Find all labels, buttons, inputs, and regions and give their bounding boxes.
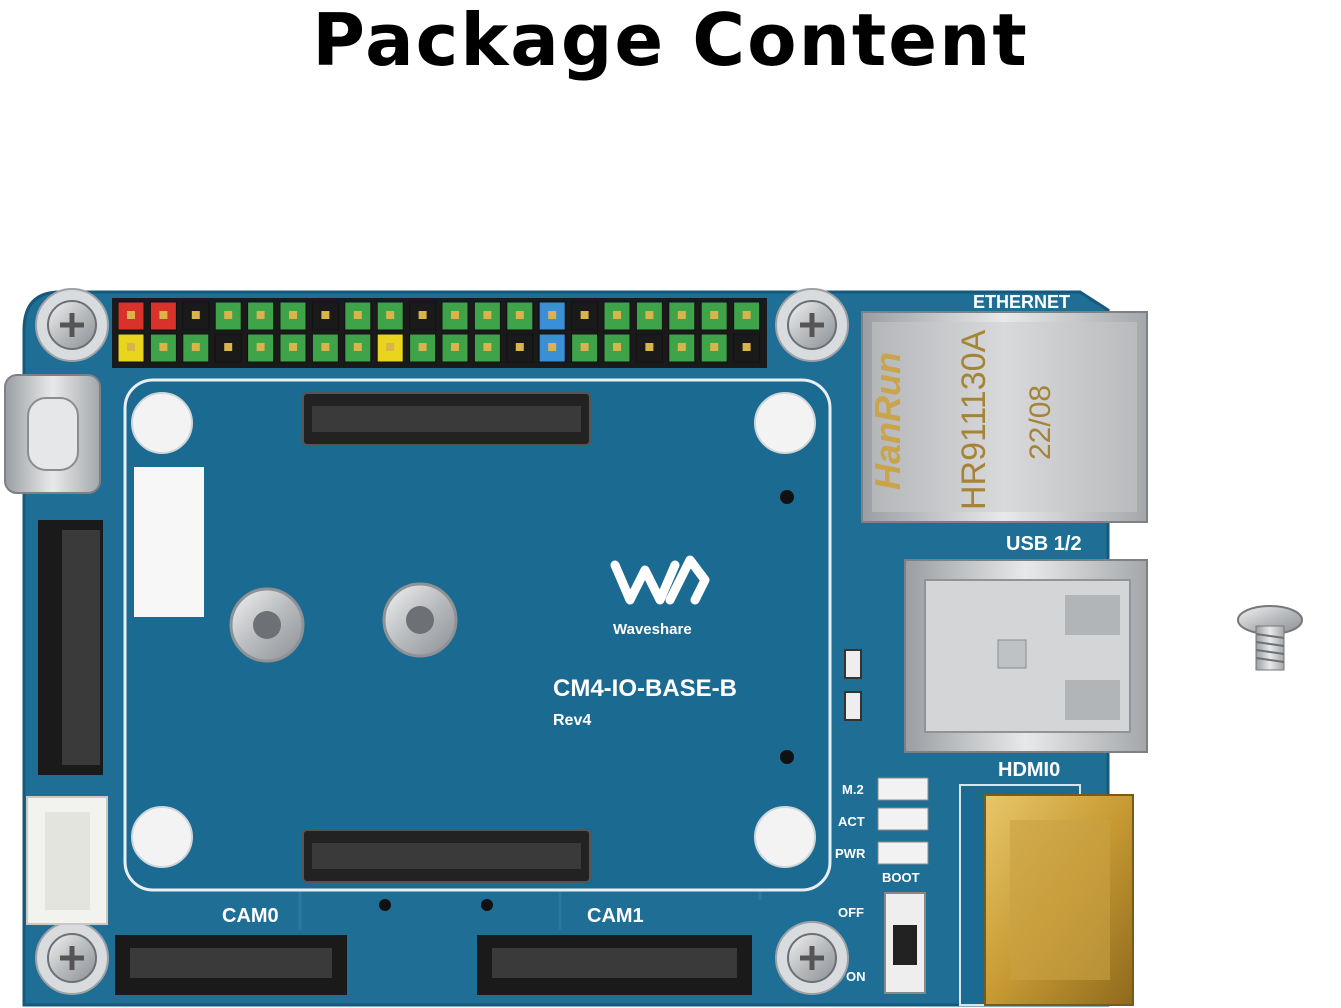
label-m2: M.2 <box>842 782 864 797</box>
gpio-pin-tip <box>451 311 459 319</box>
gpio-pin-tip <box>386 311 395 319</box>
label-hdmi: HDMI0 <box>998 759 1060 781</box>
gpio-pin-tip <box>289 311 297 319</box>
gpio-pin-tip <box>677 343 686 351</box>
gpio-pin <box>538 301 566 331</box>
hdmi-port <box>959 784 1134 1006</box>
brand-name: Waveshare <box>613 621 692 638</box>
gpio-pin-tip <box>353 311 362 319</box>
status-leds <box>844 649 929 865</box>
gpio-pin-tip <box>515 343 524 351</box>
fan-connector <box>26 796 108 925</box>
boot-switch <box>884 892 926 994</box>
label-cam1: CAM1 <box>587 905 644 927</box>
gpio-pin-tip <box>321 343 330 351</box>
label-on: ON <box>846 969 866 984</box>
screw-icon <box>775 288 849 362</box>
cm4-footprint <box>123 378 832 892</box>
gpio-pin-tip <box>159 343 168 351</box>
gpio-pin-tip <box>548 311 557 319</box>
gpio-pin <box>344 301 372 331</box>
label-patch <box>134 467 204 617</box>
gpio-pin-tip <box>515 311 524 319</box>
waveshare-logo <box>610 555 710 605</box>
gpio-pin <box>279 301 307 331</box>
gpio-pin-tip <box>191 343 200 351</box>
gpio-pin-tip <box>386 343 395 351</box>
gpio-pin-tip <box>645 311 654 319</box>
ethernet-port: HanRun HR911130A 22/08 <box>861 311 1148 523</box>
module-mount-holes <box>131 392 816 911</box>
gpio-pin-tip <box>677 311 686 319</box>
gpio-pin-tip <box>289 343 297 351</box>
revision: Rev4 <box>553 712 591 729</box>
gpio-pin-tip <box>256 343 265 351</box>
gpio-pin-tip <box>418 311 427 319</box>
io-board <box>22 290 1110 1007</box>
gpio-pin-tip <box>224 343 233 351</box>
gpio-pin <box>733 333 761 363</box>
gpio-pin-tip <box>483 311 492 319</box>
gpio-pin-tip <box>580 343 589 351</box>
gpio-pin-tip <box>645 343 654 351</box>
label-usb: USB 1/2 <box>1006 533 1082 555</box>
screw-icon <box>35 921 109 995</box>
gpio-pin <box>506 301 534 331</box>
gpio-pin-tip <box>580 311 589 319</box>
gpio-pin-tip <box>256 311 265 319</box>
label-off: OFF <box>838 905 864 920</box>
usb-c-port <box>4 374 101 494</box>
gpio-pin-tip <box>418 343 427 351</box>
camera-connectors <box>115 935 752 995</box>
gpio-pin-tip <box>710 311 719 319</box>
gpio-pin-tip <box>321 311 330 319</box>
rj45-vendor: HanRun <box>867 352 908 490</box>
gpio-pin <box>182 333 210 363</box>
gpio-pin-tip <box>451 343 459 351</box>
gpio-pin-tip <box>613 343 621 351</box>
gpio-pin-tip <box>159 311 168 319</box>
gpio-pin <box>603 301 631 331</box>
label-boot: BOOT <box>882 870 920 885</box>
cm4-connectors <box>302 392 591 883</box>
screw-icon <box>35 288 109 362</box>
gpio-pin-tip <box>742 311 751 319</box>
page-title: Package Content <box>312 0 1029 82</box>
screw-icon <box>1237 605 1303 671</box>
model-name: CM4-IO-BASE-B <box>553 675 737 702</box>
label-cam0: CAM0 <box>222 905 279 927</box>
rj45-part: HR911130A <box>955 329 993 510</box>
gpio-pin-tip <box>548 343 557 351</box>
gpio-pin-tip <box>483 343 492 351</box>
gpio-pin-tip <box>710 343 719 351</box>
mounting-screws <box>35 288 849 995</box>
screw-icon <box>775 921 849 995</box>
gpio-pin-tip <box>613 311 621 319</box>
display-ffc-connector <box>38 520 103 775</box>
gpio-pin-tip <box>353 343 362 351</box>
label-act: ACT <box>838 814 865 829</box>
gpio-pin-tip <box>127 311 135 319</box>
gpio-pin <box>214 301 242 331</box>
label-pwr: PWR <box>835 846 866 861</box>
gpio-pin-tip <box>191 311 200 319</box>
label-ethernet: ETHERNET <box>973 292 1070 312</box>
gpio-pin-tip <box>742 343 751 351</box>
rj45-date: 22/08 <box>1024 385 1057 460</box>
gpio-pin-tip <box>224 311 233 319</box>
usb-a-port <box>904 559 1148 753</box>
gpio-header <box>112 298 767 368</box>
gpio-pin-tip <box>127 343 135 351</box>
